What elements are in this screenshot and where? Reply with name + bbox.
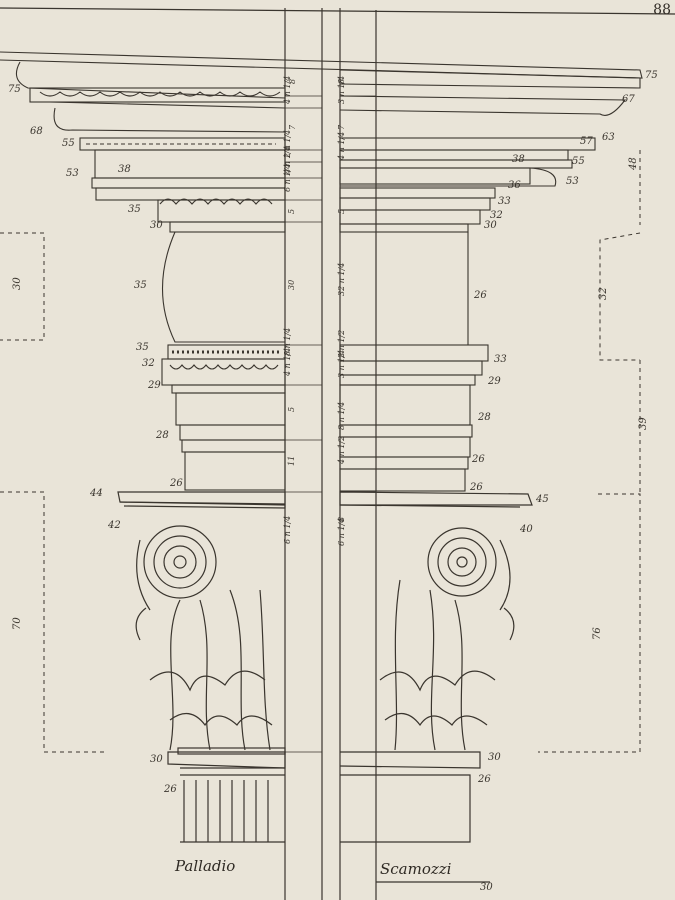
scale-label-right: 8 n 1/4 bbox=[337, 402, 346, 430]
scale-label-left: 5 bbox=[287, 407, 296, 412]
scale-label-left: 2 n 1/4 bbox=[283, 130, 292, 159]
measure-label-right: 36 bbox=[508, 180, 521, 191]
acanthus-leaf-icon bbox=[149, 670, 266, 692]
measure-label-right: 57 bbox=[580, 136, 593, 147]
volute-icon bbox=[143, 525, 217, 599]
scamozzi-entablature bbox=[339, 69, 641, 492]
measure-label-left: 55 bbox=[62, 138, 75, 149]
measure-label-left: 29 bbox=[147, 380, 161, 391]
measure-label-left: 35 bbox=[128, 204, 141, 215]
measure-label-right: 26 bbox=[471, 454, 485, 465]
scale-label-left: 4 n 1/4 bbox=[283, 146, 292, 175]
measure-label-left: 28 bbox=[155, 430, 169, 441]
scale-label-right: 2 n 1/2 bbox=[337, 330, 346, 359]
palladio-caption: Palladio bbox=[175, 857, 236, 875]
measure-label-left: 42 bbox=[107, 520, 121, 531]
scale-label-left: 4 n 1/4 bbox=[283, 348, 292, 377]
measure-label-left: 30 bbox=[150, 754, 163, 765]
scale-label-right: 5 bbox=[337, 209, 346, 214]
measure-label-left: 35 bbox=[134, 280, 147, 291]
measure-label-right: 53 bbox=[566, 176, 579, 187]
acanthus-leaf-icon bbox=[379, 670, 496, 692]
scamozzi-capital bbox=[339, 491, 533, 883]
measure-label-left: 68 bbox=[30, 126, 43, 137]
palladio-entablature bbox=[0, 51, 643, 491]
scale-label-left: 5 bbox=[287, 209, 296, 214]
measure-label-outer-right: 32 bbox=[598, 287, 609, 300]
measure-label-outer-left: 30 bbox=[12, 277, 23, 290]
measure-label-right: 63 bbox=[602, 132, 615, 143]
measure-label-left: 35 bbox=[136, 342, 149, 353]
scale-label-right: 7 bbox=[337, 124, 346, 130]
measure-label-right: 29 bbox=[487, 376, 501, 387]
palladio-capital bbox=[117, 491, 286, 843]
scale-label-right: 3 n 1/4 bbox=[337, 76, 346, 104]
measure-label-right: 26 bbox=[477, 774, 491, 785]
scale-label-right: 4 n 1/4 bbox=[337, 132, 346, 161]
measure-label-left: 30 bbox=[150, 220, 163, 231]
measure-label-left: 38 bbox=[118, 164, 131, 175]
dimension-lines bbox=[0, 150, 641, 753]
measure-label-right: 28 bbox=[477, 412, 491, 423]
scale-label-left: 6 n 1/4 bbox=[283, 516, 292, 544]
measure-label-right: 40 bbox=[519, 524, 533, 535]
measure-label-left: 75 bbox=[8, 84, 21, 95]
scale-label-left: 11 bbox=[287, 456, 296, 466]
measure-label-left: 26 bbox=[163, 784, 177, 795]
measure-label-left: 53 bbox=[66, 168, 79, 179]
scale-label-right: 32 n 1/4 bbox=[337, 263, 346, 296]
volute-icon bbox=[427, 527, 497, 597]
measure-label-right: 30 bbox=[480, 882, 493, 893]
scale-label-left: 7 bbox=[288, 124, 297, 130]
measure-label-right: 33 bbox=[498, 196, 511, 207]
scale-label-left: 30 bbox=[287, 280, 296, 290]
measure-label-outer-left: 70 bbox=[12, 617, 23, 630]
measure-label-right: 26 bbox=[473, 290, 487, 301]
measure-label-right: 30 bbox=[488, 752, 501, 763]
scale-label-left: 6 n 1/4 bbox=[283, 164, 292, 192]
measure-label-right: 45 bbox=[535, 494, 549, 505]
measure-label-right: 32 bbox=[490, 210, 503, 221]
scale-ticks bbox=[285, 95, 376, 753]
scamozzi-caption: Scamozzi bbox=[380, 860, 452, 878]
scale-label-right: 6 n 1/4 bbox=[337, 518, 346, 546]
measure-label-left: 26 bbox=[169, 478, 183, 489]
measure-label-right: 55 bbox=[572, 156, 585, 167]
scale-label-left: 8 n 1/4 bbox=[283, 328, 292, 356]
measure-label-right: 38 bbox=[512, 154, 525, 165]
measure-label-right: 67 bbox=[622, 94, 635, 105]
measure-label-left: 44 bbox=[89, 488, 103, 499]
measure-label-right: 33 bbox=[494, 354, 507, 365]
measure-label-outer-right: 76 bbox=[592, 627, 603, 640]
measure-label-outer-right: 48 bbox=[628, 157, 639, 171]
measure-label-right: 30 bbox=[484, 220, 497, 231]
measure-label-outer-right: 39 bbox=[638, 417, 649, 430]
scale-label-left: 8 bbox=[288, 79, 297, 84]
measure-label-right: 26 bbox=[469, 482, 483, 493]
scale-label-right: 8 bbox=[337, 517, 346, 522]
scale-label-left: 4 n 1/4 bbox=[283, 76, 292, 105]
measure-label-left: 32 bbox=[142, 358, 155, 369]
scale-label-right: 3 n 1/4 bbox=[337, 350, 346, 378]
scale-label-right: 4 n 1/2 bbox=[337, 436, 346, 465]
measure-label-right: 75 bbox=[645, 70, 658, 81]
scale-label-right: 8 bbox=[337, 79, 346, 84]
